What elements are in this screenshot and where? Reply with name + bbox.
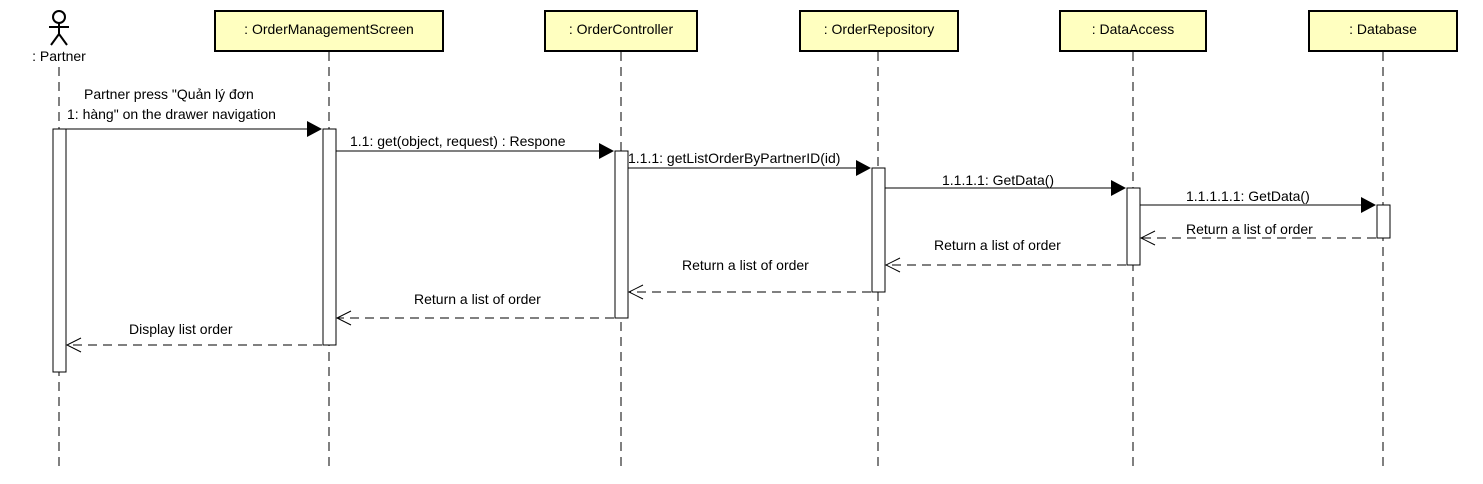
arrowhead-filled-icon	[599, 143, 614, 159]
message-1-1-1-1: 1.1.1.1: GetData()	[885, 172, 1126, 196]
activation-bar-db	[1376, 204, 1391, 239]
return-message-database: Return a list of order	[1139, 221, 1376, 246]
message-label: 1.1: get(object, request) : Respone	[350, 133, 566, 149]
message-label: Display list order	[129, 321, 233, 337]
message-label: Return a list of order	[934, 237, 1061, 253]
lifeline-label: : OrderController	[569, 21, 674, 37]
lifeline-order-repository: : OrderRepository	[799, 10, 959, 52]
message-label: Return a list of order	[1186, 221, 1313, 237]
activation-bar-oc	[614, 150, 629, 319]
message-label: 1: hàng" on the drawer navigation	[67, 106, 276, 122]
arrowhead-open-icon	[627, 284, 644, 300]
lifeline-order-controller: : OrderController	[544, 10, 698, 52]
message-label: 1.1.1: getListOrderByPartnerID(id)	[628, 150, 840, 166]
message-1-1-1-1-1: 1.1.1.1.1: GetData()	[1140, 188, 1376, 213]
lifeline-label: : OrderManagementScreen	[244, 21, 414, 37]
activation-bar-da	[1126, 187, 1141, 266]
return-message-display-list-order: Display list order	[65, 321, 322, 353]
activation-bar-actor	[52, 128, 67, 373]
arrowhead-open-icon	[884, 257, 901, 273]
arrowhead-open-icon	[65, 337, 82, 353]
activation-bar-oms	[322, 128, 337, 346]
actor-label: : Partner	[32, 48, 86, 64]
actor-partner: : Partner	[32, 10, 86, 64]
message-label: 1.1.1.1: GetData()	[942, 172, 1054, 188]
lifeline-label: : OrderRepository	[824, 21, 934, 37]
lifeline-order-management-screen: : OrderManagementScreen	[214, 10, 444, 52]
message-label: Partner press "Quản lý đơn	[84, 86, 254, 102]
return-message-order-controller: Return a list of order	[335, 291, 614, 326]
message-1-1-1: 1.1.1: getListOrderByPartnerID(id)	[628, 150, 871, 176]
message-label: 1.1.1.1.1: GetData()	[1186, 188, 1310, 204]
lifeline-database: : Database	[1308, 10, 1458, 52]
activation-bar-or	[871, 167, 886, 293]
message-1: Partner press "Quản lý đơn 1: hàng" on t…	[66, 86, 322, 137]
arrowhead-filled-icon	[1111, 180, 1126, 196]
arrowhead-filled-icon	[1361, 197, 1376, 213]
lifeline-data-access: : DataAccess	[1059, 10, 1207, 52]
return-message-data-access: Return a list of order	[884, 237, 1126, 273]
message-label: Return a list of order	[682, 257, 809, 273]
arrowhead-open-icon	[1139, 230, 1156, 246]
arrowhead-filled-icon	[307, 121, 322, 137]
message-1-1: 1.1: get(object, request) : Respone	[336, 133, 614, 159]
stick-figure-icon	[49, 10, 69, 46]
arrowhead-filled-icon	[856, 160, 871, 176]
arrowhead-open-icon	[335, 310, 352, 326]
return-message-order-repository: Return a list of order	[627, 257, 871, 300]
lifeline-label: : Database	[1349, 21, 1417, 37]
message-label: Return a list of order	[414, 291, 541, 307]
lifeline-label: : DataAccess	[1092, 21, 1174, 37]
